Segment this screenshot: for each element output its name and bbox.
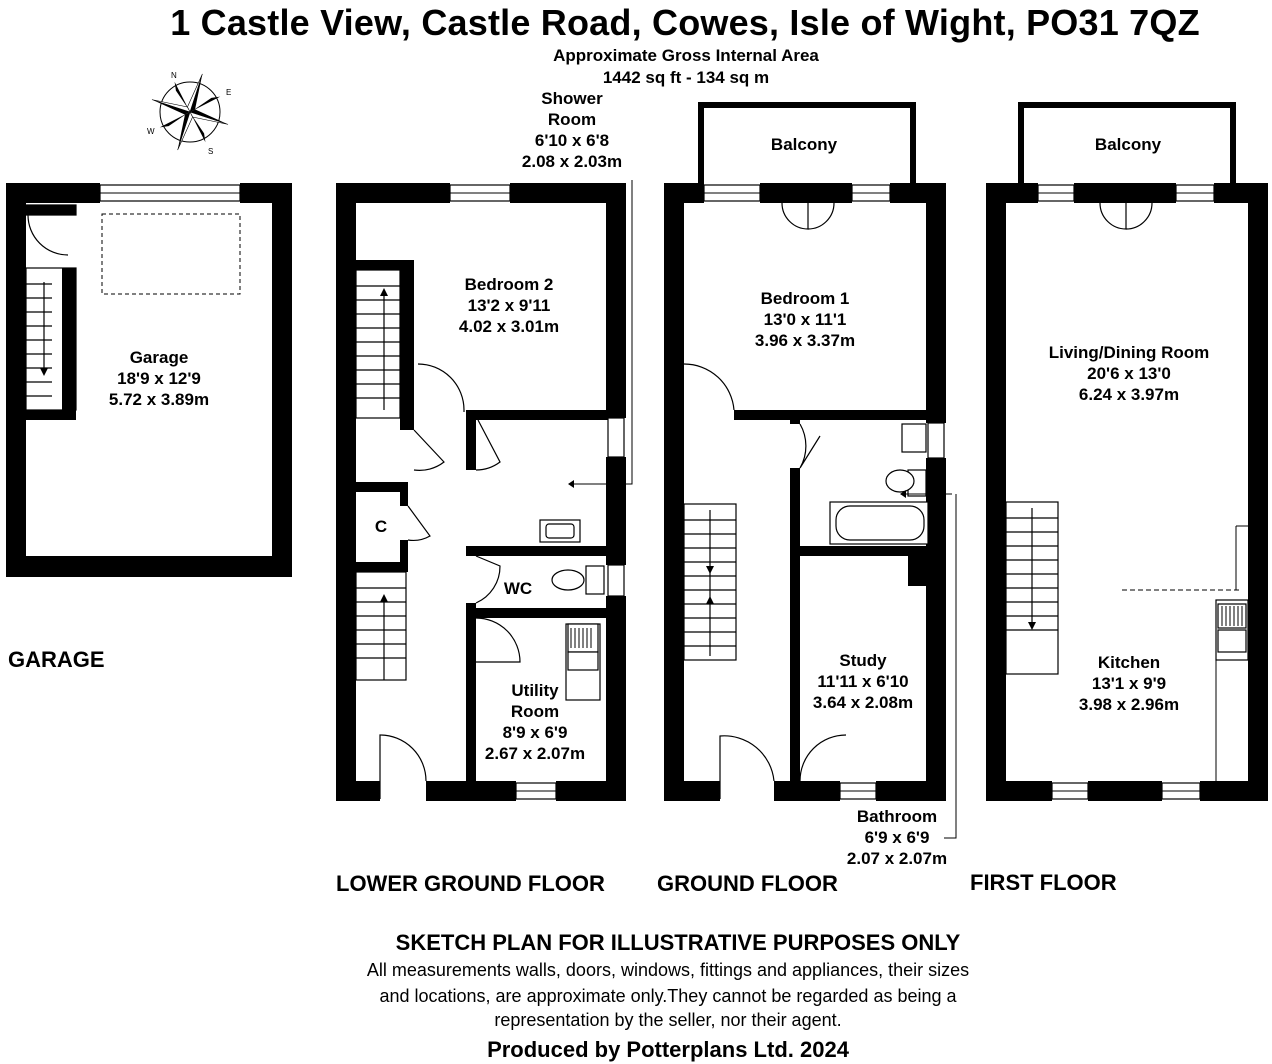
area-value: 1442 sq ft - 134 sq m <box>602 68 770 87</box>
disclaimer-line-3: representation by the seller, nor their … <box>494 1010 842 1030</box>
compass-e: E <box>226 88 231 97</box>
area-label: Approximate Gross Internal Area <box>553 46 819 65</box>
room-cupboard: C <box>374 517 388 536</box>
floor-label-garage: GARAGE <box>8 647 105 672</box>
floor-label-lower-ground: LOWER GROUND FLOOR <box>336 871 605 896</box>
compass-s: S <box>208 147 213 156</box>
room-wc: WC <box>503 579 533 598</box>
disclaimer-line-1: All measurements walls, doors, windows, … <box>366 960 970 980</box>
room-balcony-first: Balcony <box>1094 135 1162 154</box>
lower-ground-walls <box>336 183 626 801</box>
room-balcony-ground: Balcony <box>770 135 838 154</box>
floor-label-first: FIRST FLOOR <box>970 870 1117 895</box>
disclaimer-heading: SKETCH PLAN FOR ILLUSTRATIVE PURPOSES ON… <box>395 930 961 955</box>
compass-rose-icon: N E S W <box>147 71 231 156</box>
floor-label-ground: GROUND FLOOR <box>657 871 838 896</box>
compass-w: W <box>147 127 155 136</box>
compass-n: N <box>171 71 177 80</box>
page-title: 1 Castle View, Castle Road, Cowes, Isle … <box>170 2 1200 43</box>
producer-credit: Produced by Potterplans Ltd. 2024 <box>487 1037 849 1062</box>
first-walls <box>986 102 1268 801</box>
garage-walls <box>6 183 292 577</box>
disclaimer-line-2: and locations, are approximate only.They… <box>379 986 957 1006</box>
ground-walls <box>664 102 946 801</box>
